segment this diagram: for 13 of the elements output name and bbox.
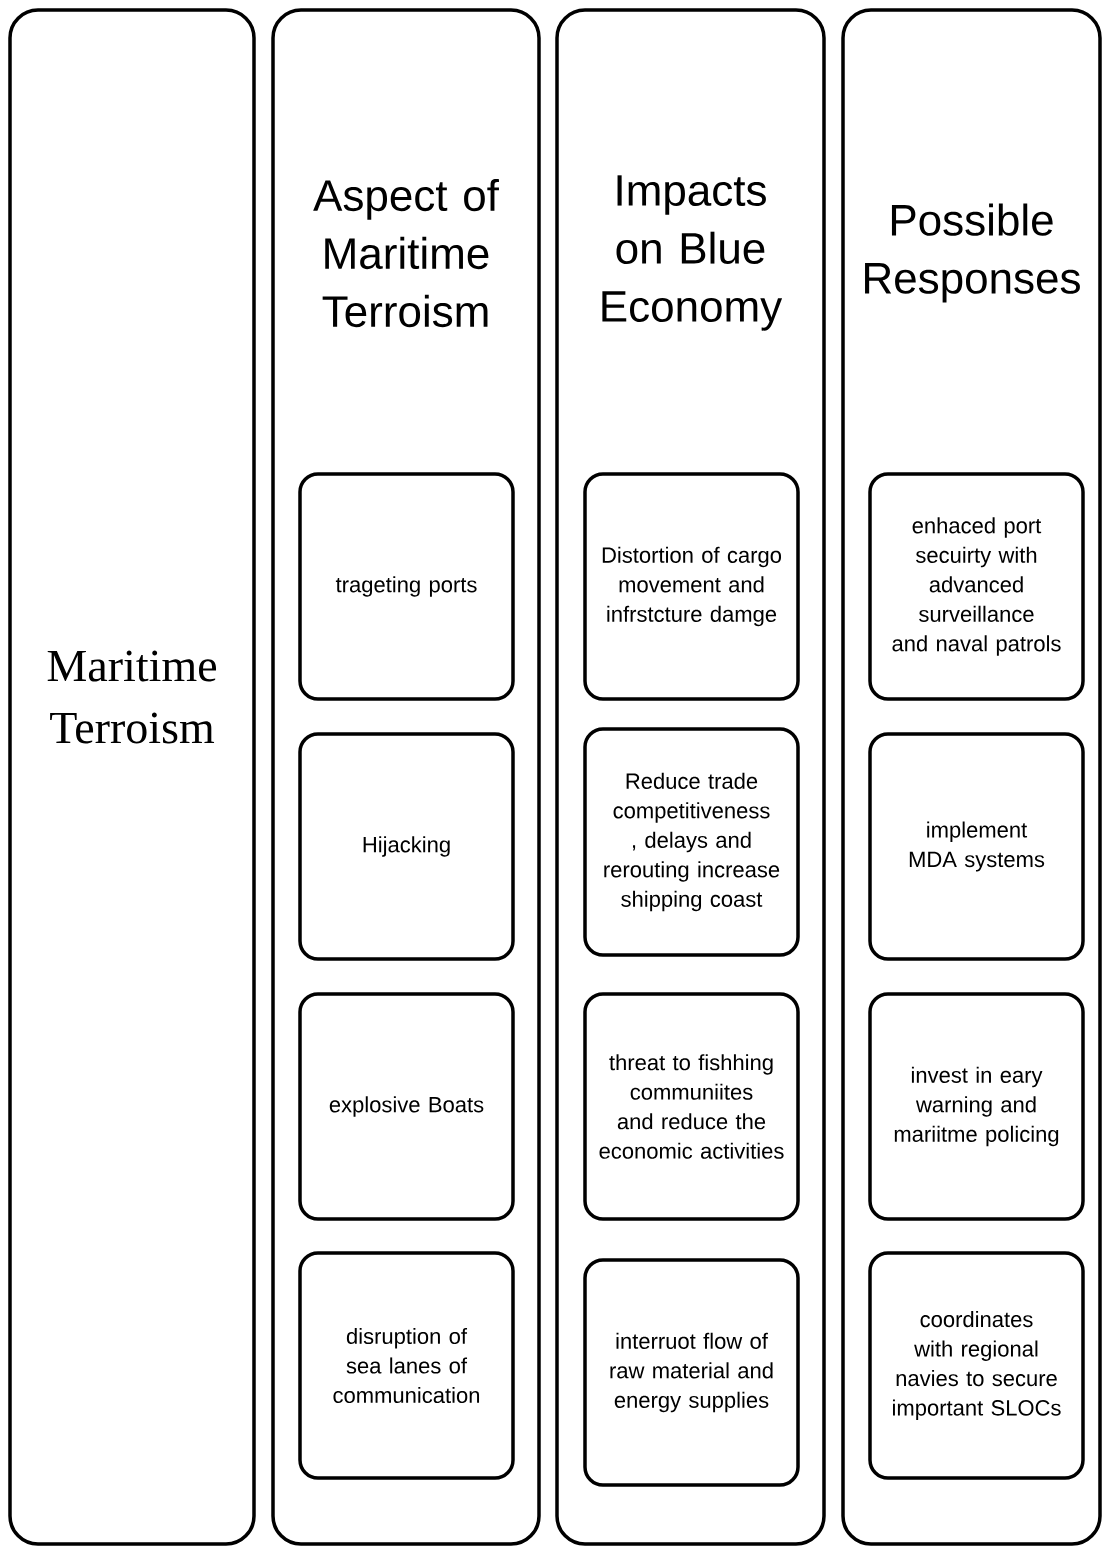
text-box: disruption of sea lanes of communication — [298, 1251, 515, 1480]
text-box: coordinates with regional navies to secure important SLOCs — [868, 1251, 1085, 1480]
text-box: threat to fishhing communiites and reduce the economic activities — [583, 992, 800, 1221]
column-panel: Maritime Terroism — [8, 8, 256, 1546]
text-box: Reduce trade competitiveness , delays and rerouting increase shipping coast — [583, 727, 800, 957]
text-box: interruot flow of raw material and energy supplies — [583, 1258, 800, 1487]
text-box: trageting ports — [298, 472, 515, 701]
text-box: Distortion of cargo movement and infrstcture damge — [583, 472, 800, 701]
text-box: Hijacking — [298, 732, 515, 961]
text-box: enhaced port secuirty with advanced surveillance and naval patrols — [868, 472, 1085, 701]
text-box: invest in eary warning and mariitme policing — [868, 992, 1085, 1221]
text-box: explosive Boats — [298, 992, 515, 1221]
text-box: implement MDA systems — [868, 732, 1085, 961]
